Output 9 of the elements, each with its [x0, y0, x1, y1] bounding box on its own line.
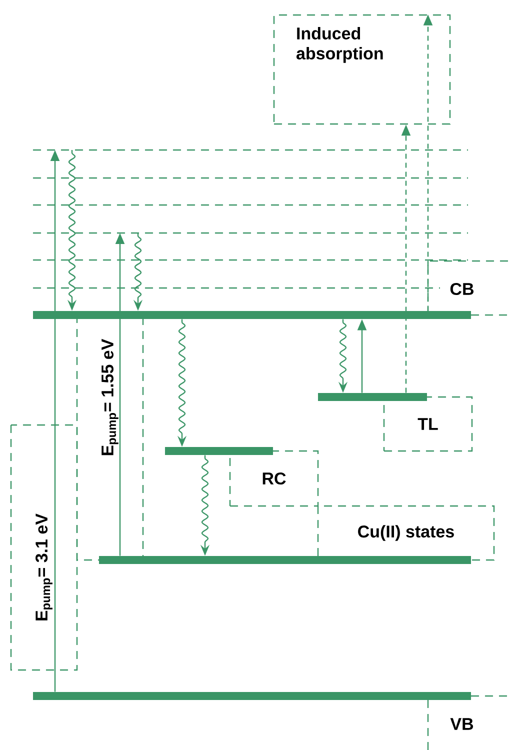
band-label: VB	[427, 695, 511, 750]
label-box: Induced absorption	[273, 14, 451, 125]
band-label: CB	[427, 260, 511, 316]
label-box: RC	[229, 450, 319, 507]
energy-level-bar	[33, 692, 471, 700]
label-box: E$_{pump}$= 3.1 eV	[10, 424, 78, 671]
label-box: E$_{pump}$= 1.55 eV	[76, 314, 144, 561]
label-box: TL	[383, 396, 473, 452]
label-box: Cu(II) states	[317, 505, 495, 561]
